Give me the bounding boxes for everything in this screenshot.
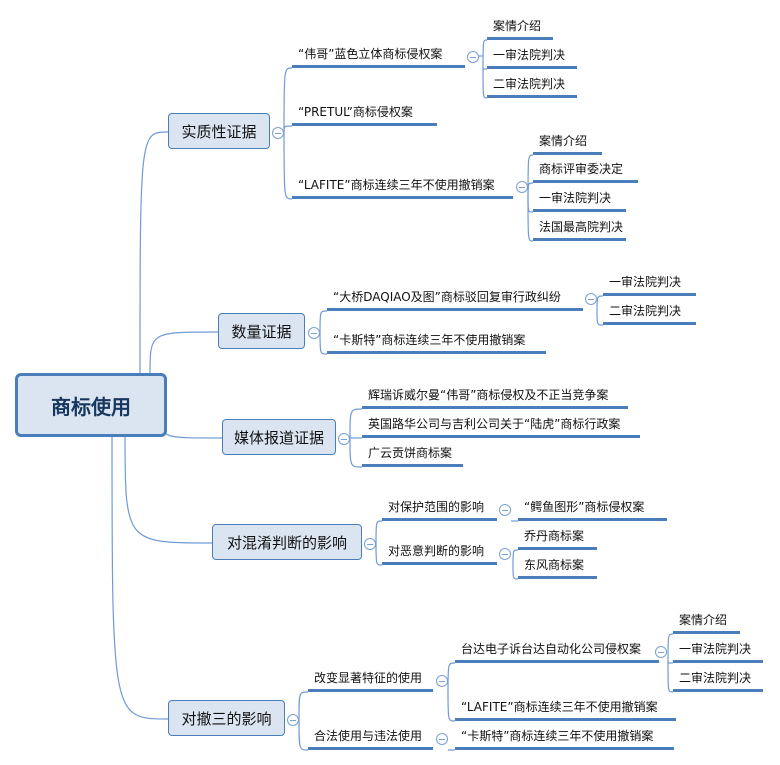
node-changed-features[interactable]: 改变显著特征的使用: [308, 669, 433, 692]
connector: [283, 67, 293, 133]
node-french-supreme-court[interactable]: 法国最高院判决: [533, 218, 626, 241]
node-kasite-case[interactable]: “卡斯特”商标连续三年不使用撤销案: [327, 331, 546, 354]
collapse-icon[interactable]: [436, 675, 448, 687]
node-lafite-case[interactable]: “LAFITE”商标连续三年不使用撤销案: [455, 698, 676, 721]
connector: [161, 417, 223, 439]
node-case-intro[interactable]: 案情介绍: [487, 17, 553, 40]
node-lafite-case[interactable]: “LAFITE”商标连续三年不使用撤销案: [292, 176, 513, 199]
collapse-icon[interactable]: [364, 538, 376, 550]
node-second-instance[interactable]: 二审法院判决: [603, 302, 696, 325]
node-tribunal-decision[interactable]: 商标评审委决定: [533, 160, 638, 183]
connector: [447, 662, 456, 693]
node-first-instance[interactable]: 一审法院判决: [603, 273, 696, 296]
node-first-instance[interactable]: 一审法院判决: [533, 189, 626, 212]
collapse-icon[interactable]: [287, 714, 299, 726]
connector: [527, 198, 534, 242]
node-first-instance[interactable]: 一审法院判决: [487, 46, 577, 69]
connector: [482, 39, 488, 70]
connector: [283, 131, 293, 200]
collapse-icon[interactable]: [499, 548, 511, 560]
collapse-icon[interactable]: [655, 646, 667, 658]
connector: [512, 549, 519, 566]
node-substantive-evidence[interactable]: 实质性证据: [168, 113, 270, 149]
node-first-instance[interactable]: 一审法院判决: [673, 640, 763, 663]
collapse-icon[interactable]: [436, 733, 448, 745]
connector: [527, 182, 534, 200]
node-daqiao-case[interactable]: “大桥DAQIAO及图”商标驳回复审行政纠纷: [327, 288, 583, 311]
node-landrover-case[interactable]: 英国路华公司与吉利公司关于“陆虎”商标行政案: [362, 415, 640, 438]
node-case-intro[interactable]: 案情介绍: [673, 611, 740, 634]
node-weige-case[interactable]: “伟哥”蓝色立体商标侵权案: [292, 45, 465, 68]
node-pfizer-case[interactable]: 辉瑞诉威尔曼“伟哥”商标侵权及不正当竞争案: [362, 386, 628, 409]
node-pretul-case[interactable]: “PRETUL”商标侵权案: [292, 103, 437, 126]
node-quantity-evidence[interactable]: 数量证据: [218, 313, 305, 349]
connector: [298, 718, 309, 751]
node-second-instance[interactable]: 二审法院判决: [487, 75, 577, 98]
connector: [375, 542, 383, 566]
node-protection-scope[interactable]: 对保护范围的影响: [382, 498, 497, 521]
node-revocation-impact[interactable]: 对撤三的影响: [168, 700, 285, 736]
connector: [482, 68, 488, 99]
node-guangyun-case[interactable]: 广云贡饼商标案: [362, 444, 463, 467]
node-second-instance[interactable]: 二审法院判决: [673, 669, 763, 692]
connector: [596, 310, 604, 326]
connector: [149, 331, 219, 375]
collapse-icon[interactable]: [308, 327, 320, 339]
collapse-icon[interactable]: [338, 433, 350, 445]
connector: [596, 295, 604, 312]
collapse-icon[interactable]: [585, 293, 597, 305]
collapse-icon[interactable]: [272, 127, 284, 139]
node-crocodile-case[interactable]: “鳄鱼图形”商标侵权案: [518, 498, 667, 521]
node-jordan-case[interactable]: 乔丹商标案: [518, 527, 597, 550]
connector: [319, 331, 328, 355]
node-kasite-case[interactable]: “卡斯特”商标连续三年不使用撤销案: [455, 727, 674, 750]
connector: [375, 520, 383, 544]
connector: [124, 432, 213, 544]
root-node[interactable]: 商标使用: [15, 373, 167, 437]
connector: [319, 310, 328, 333]
node-confusion-impact[interactable]: 对混淆判断的影响: [212, 524, 362, 560]
connector: [283, 125, 293, 133]
collapse-icon[interactable]: [516, 181, 528, 193]
node-legal-illegal-use[interactable]: 合法使用与违法使用: [308, 727, 433, 750]
connector: [667, 633, 674, 664]
connector: [447, 691, 456, 722]
connector: [512, 564, 519, 580]
connector: [349, 408, 363, 439]
collapse-icon[interactable]: [499, 504, 511, 516]
node-dongfeng-case[interactable]: 东风商标案: [518, 556, 597, 579]
connector: [139, 131, 169, 375]
node-media-evidence[interactable]: 媒体报道证据: [222, 419, 336, 455]
connector: [349, 437, 363, 468]
connector: [667, 662, 674, 693]
node-case-intro[interactable]: 案情介绍: [533, 132, 602, 155]
connector: [298, 691, 309, 720]
collapse-icon[interactable]: [467, 51, 479, 63]
node-malice-judgment[interactable]: 对恶意判断的影响: [382, 542, 497, 565]
node-delta-case[interactable]: 台达电子诉台达自动化公司侵权案: [455, 640, 659, 663]
connector: [111, 432, 169, 720]
